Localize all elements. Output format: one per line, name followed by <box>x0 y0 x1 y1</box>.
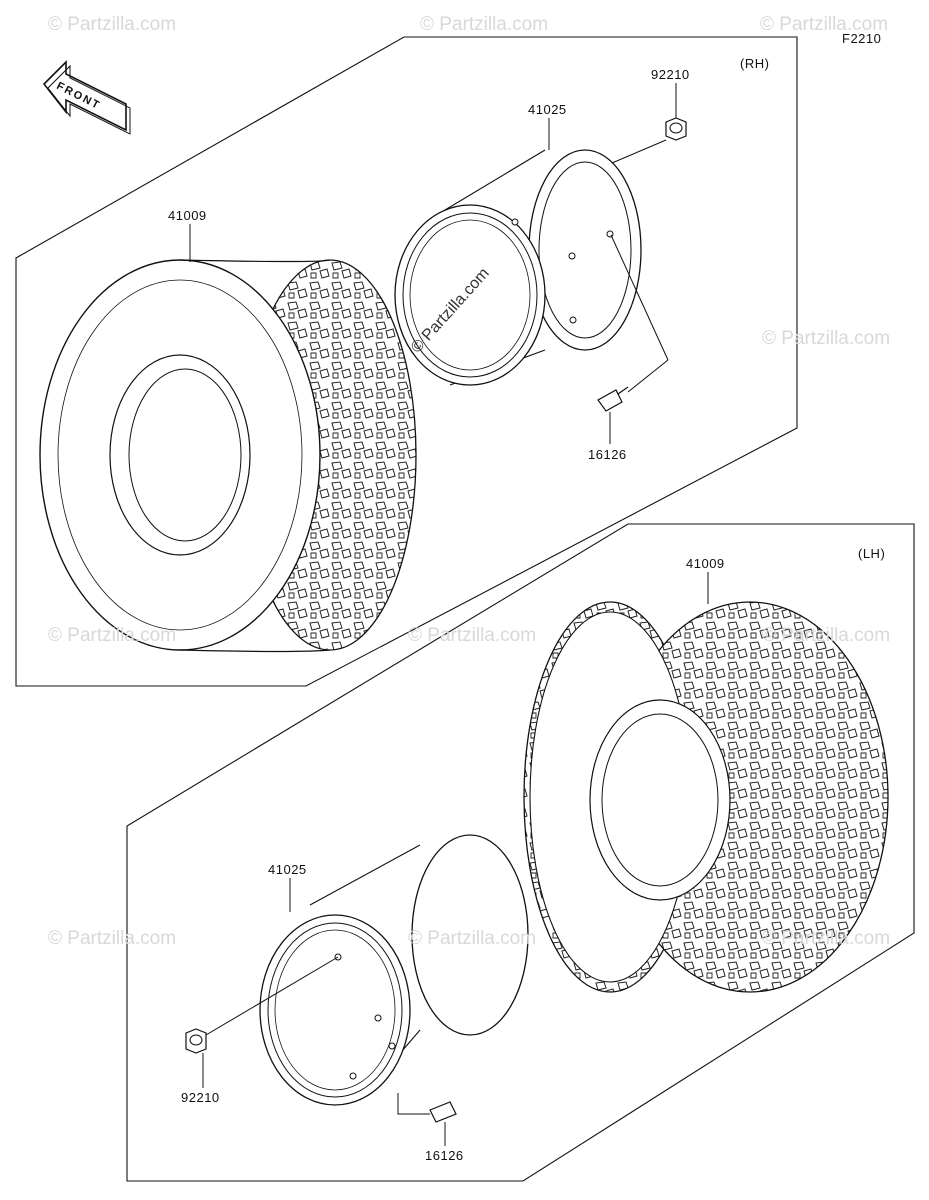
rh-valve-part-label: 16126 <box>588 447 627 462</box>
lh-wheel <box>259 834 529 1106</box>
figure-code: F2210 <box>842 31 882 46</box>
lh-side-label: (LH) <box>858 546 886 561</box>
rh-nut-part-label: 92210 <box>651 67 690 82</box>
rh-valve <box>597 234 669 412</box>
rh-tire-part-label: 41009 <box>168 208 207 223</box>
lh-tire <box>523 601 889 993</box>
rh-nut <box>611 117 687 164</box>
lh-wheel-part-label: 41025 <box>268 862 307 877</box>
rh-wheel-part-label: 41025 <box>528 102 567 117</box>
lh-valve-part-label: 16126 <box>425 1148 464 1163</box>
front-arrow-icon <box>42 60 131 135</box>
lh-valve <box>397 1093 457 1123</box>
lh-tire-part-label: 41009 <box>686 556 725 571</box>
lh-nut-part-label: 92210 <box>181 1090 220 1105</box>
lh-group-frame <box>126 523 915 1182</box>
lh-nut <box>185 956 339 1054</box>
rh-side-label: (RH) <box>740 56 770 71</box>
rh-wheel <box>394 149 642 386</box>
rh-group-frame <box>15 36 798 687</box>
rh-tire <box>39 259 417 653</box>
